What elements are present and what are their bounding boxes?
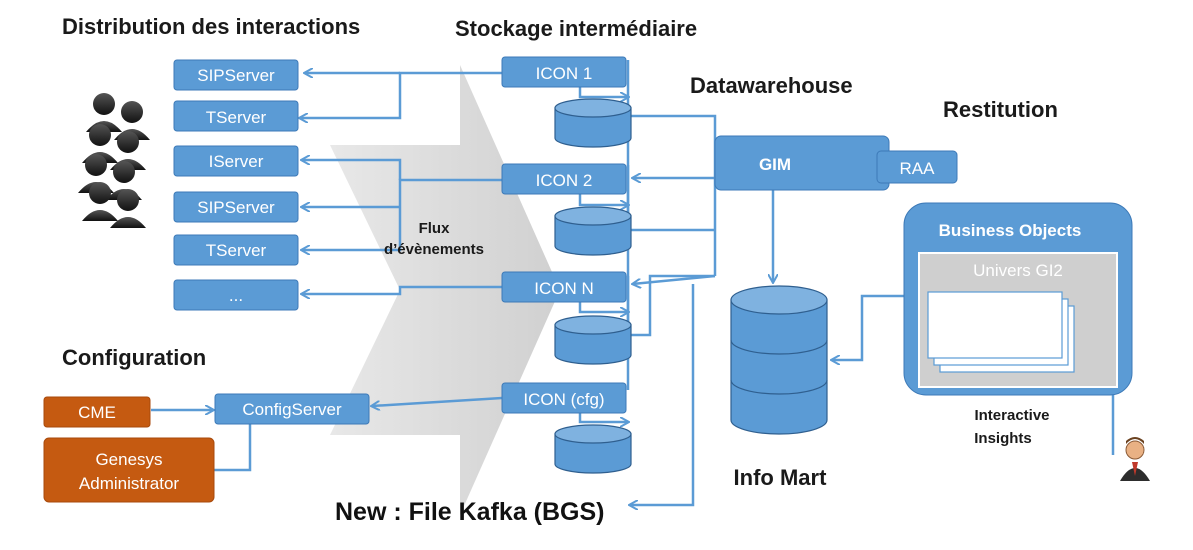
genesys-administrator-box[interactable]: Genesys Administrator — [43, 437, 215, 503]
server-tserver-1[interactable]: TServer — [173, 100, 299, 132]
icon-label: ICON 2 — [536, 171, 593, 190]
icon-n-database-icon — [554, 315, 632, 365]
interactive-label-line2: Insights — [974, 430, 1032, 447]
agents-group-icon — [78, 93, 150, 228]
cme-label: CME — [78, 403, 116, 422]
icon-n-box[interactable]: ICON N — [501, 271, 627, 303]
icon-label: ICON 1 — [536, 64, 593, 83]
server-more[interactable]: ... — [173, 279, 299, 311]
server-label: SIPServer — [197, 198, 275, 217]
server-tserver-2[interactable]: TServer — [173, 234, 299, 266]
icon-1-box[interactable]: ICON 1 — [501, 56, 627, 88]
server-sipserver-2[interactable]: SIPServer — [173, 191, 299, 223]
icon-label: ICON N — [534, 279, 594, 298]
report-page — [927, 291, 1063, 359]
kafka-label: New : File Kafka (BGS) — [335, 498, 605, 526]
info-mart-label: Info Mart — [734, 465, 828, 490]
business-objects-title: Business Objects — [939, 221, 1082, 240]
heading-distribution: Distribution des interactions — [62, 14, 360, 39]
gim-label: GIM — [759, 155, 791, 174]
business-objects-panel[interactable]: Business Objects Univers GI2 — [903, 202, 1133, 396]
flux-label-line1: Flux — [419, 220, 450, 237]
raa-label: RAA — [900, 159, 936, 178]
raa-box[interactable]: RAA — [876, 150, 958, 184]
server-iserver[interactable]: IServer — [173, 145, 299, 177]
icon-1-database-icon — [554, 98, 632, 148]
univers-label: Univers GI2 — [973, 261, 1063, 280]
genesys-label-line2: Administrator — [79, 474, 179, 493]
server-label: SIPServer — [197, 66, 275, 85]
configserver-box[interactable]: ConfigServer — [214, 393, 370, 425]
icon-label: ICON (cfg) — [523, 390, 604, 409]
icon-cfg-box[interactable]: ICON (cfg) — [501, 382, 627, 414]
info-mart-database-icon[interactable] — [730, 285, 828, 435]
user-icon[interactable] — [1120, 437, 1150, 481]
cme-box[interactable]: CME — [43, 396, 151, 428]
heading-configuration: Configuration — [62, 345, 206, 370]
server-label: TServer — [206, 241, 267, 260]
icon-2-box[interactable]: ICON 2 — [501, 163, 627, 195]
flux-label-line2: d’évènements — [384, 241, 484, 258]
genesys-label-line1: Genesys — [95, 450, 162, 469]
heading-stockage: Stockage intermédiaire — [455, 16, 697, 41]
gim-box[interactable]: GIM — [714, 135, 890, 191]
heading-datawarehouse: Datawarehouse — [690, 73, 853, 98]
configserver-label: ConfigServer — [242, 400, 342, 419]
server-label: IServer — [209, 152, 264, 171]
server-boxes: SIPServer TServer IServer SIPServer TSer… — [173, 59, 299, 311]
server-label: TServer — [206, 108, 267, 127]
server-label: ... — [229, 286, 243, 305]
icon-2-database-icon — [554, 206, 632, 256]
server-sipserver-1[interactable]: SIPServer — [173, 59, 299, 91]
icon-cfg-database-icon — [554, 424, 632, 474]
interactive-label-line1: Interactive — [974, 407, 1049, 424]
heading-restitution: Restitution — [943, 97, 1058, 122]
